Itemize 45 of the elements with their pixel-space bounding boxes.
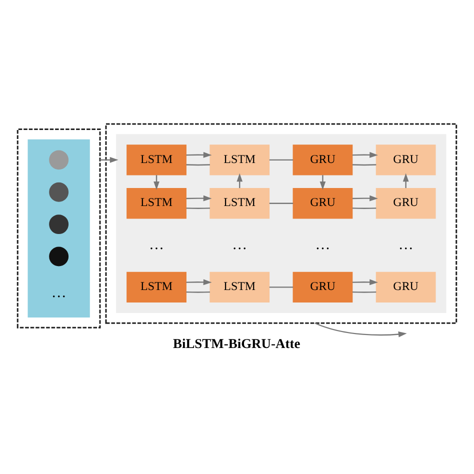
label: …: [398, 237, 414, 254]
cluster: [105, 123, 458, 324]
label: …: [149, 237, 164, 254]
connector: [186, 164, 210, 166]
node-box: GRU: [376, 188, 436, 219]
cluster: [116, 134, 446, 314]
arrow: [352, 152, 378, 158]
label: …: [51, 284, 66, 301]
cluster: [28, 139, 90, 318]
arrow: [352, 279, 378, 286]
node-box: GRU: [376, 272, 436, 303]
arrow: [100, 156, 118, 163]
arrow: [186, 279, 212, 286]
connector: [352, 208, 376, 209]
label: …: [232, 237, 248, 254]
node-box: GRU: [292, 144, 353, 176]
node-circle: [49, 246, 69, 266]
connector: [186, 208, 210, 209]
arrow: [320, 175, 326, 190]
node-circle: [49, 214, 69, 234]
arrow: [186, 195, 212, 202]
connector: [352, 164, 376, 166]
node-box: LSTM: [126, 272, 186, 303]
label: …: [315, 237, 330, 254]
connector: [269, 202, 294, 204]
connector: [269, 286, 294, 288]
caption: BiLSTM-BiGRU-Atte: [172, 336, 300, 352]
arrow: [186, 152, 212, 158]
node-circle: [49, 182, 69, 202]
node-box: GRU: [292, 188, 353, 219]
node-box: LSTM: [126, 144, 186, 176]
node-box: GRU: [376, 144, 436, 176]
cluster: [16, 128, 101, 328]
node-box: LSTM: [126, 188, 186, 219]
connector: [186, 291, 210, 293]
arrow: [314, 322, 407, 338]
node-box: LSTM: [210, 272, 270, 303]
node-box: LSTM: [210, 144, 270, 176]
arrow: [352, 195, 378, 202]
arrow: [402, 173, 409, 188]
node-circle: [49, 150, 69, 170]
connector: [269, 159, 294, 161]
connector: [352, 291, 376, 293]
node-box: GRU: [292, 272, 353, 303]
node-box: LSTM: [210, 188, 270, 219]
